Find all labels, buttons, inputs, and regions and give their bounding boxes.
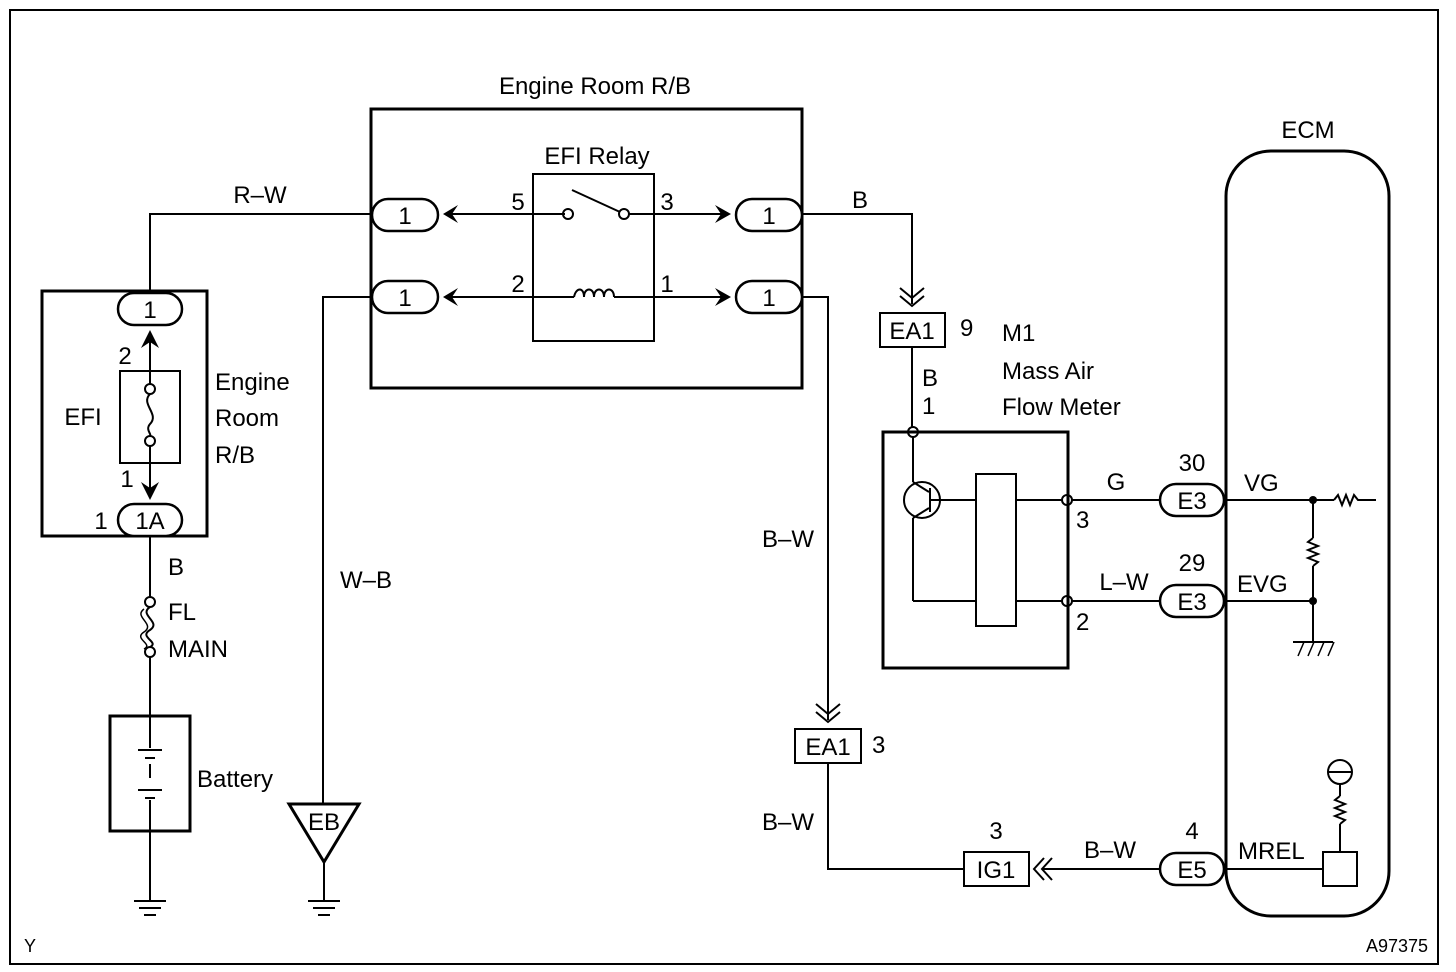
mafm-pin-1: 1 [922, 393, 935, 420]
svg-text:1: 1 [398, 203, 411, 230]
relay-switch-contact-left [562, 208, 574, 220]
fuse-1a-pin: 1 [94, 508, 107, 535]
fuse-pin-2: 2 [118, 343, 131, 370]
relay-coil [573, 288, 615, 298]
engine-room-rb: Engine Room R/B [369, 73, 804, 390]
svg-text:E3: E3 [1177, 589, 1206, 616]
fuse-box-label-engine: Engine [215, 369, 290, 396]
mass-air-flow-meter [881, 426, 1073, 670]
fusible-link-label-main: MAIN [168, 636, 228, 663]
svg-text:1: 1 [762, 203, 775, 230]
svg-text:EB: EB [308, 809, 340, 836]
e5-connector: E5 [1158, 851, 1226, 887]
e3-pin-29: 29 [1179, 550, 1206, 577]
wire-label-b-w-lower: B–W [762, 809, 814, 836]
e5-pin-4: 4 [1185, 818, 1198, 845]
e3-top-connector: E3 [1158, 482, 1226, 518]
ecm-title: ECM [1281, 117, 1334, 144]
fusible-link [145, 606, 155, 648]
mafm-label-m1: M1 [1002, 320, 1035, 347]
efi-relay-box [532, 173, 655, 342]
svg-text:E5: E5 [1177, 857, 1206, 884]
relay-pin-3: 3 [660, 189, 673, 216]
svg-text:IG1: IG1 [977, 857, 1016, 884]
ea1-top-pin: 9 [960, 315, 973, 342]
wire-w-b [322, 296, 372, 804]
ig1-connector: IG1 [963, 851, 1030, 887]
wire-label-b-w-upper: B–W [762, 526, 814, 553]
mafm-pin-2: 2 [1076, 609, 1089, 636]
wire-label-l-w: L–W [1099, 569, 1149, 596]
relay-switch-contact-right [618, 208, 630, 220]
diagram-frame [9, 9, 1439, 965]
rb-left-top-connector: 1 [370, 197, 458, 233]
mafm-label-mass-air: Mass Air [1002, 358, 1094, 385]
rb-right-top-connector: 1 [715, 197, 804, 233]
ecm-box [1224, 149, 1391, 918]
wire-label-b-w-ig1: B–W [1084, 837, 1136, 864]
svg-text:1: 1 [762, 285, 775, 312]
efi-relay-title: EFI Relay [544, 143, 649, 170]
wire-label-b-mafm: B [922, 365, 938, 392]
ig1-pin-3: 3 [989, 818, 1002, 845]
relay-pin-1: 1 [660, 271, 673, 298]
svg-text:E3: E3 [1177, 488, 1206, 515]
svg-text:EA1: EA1 [889, 318, 934, 345]
ecm-terminal-mrel: MREL [1238, 838, 1305, 865]
fuse-bottom-connector: 1A [135, 508, 164, 535]
wire-b-to-ea1 [802, 213, 913, 304]
ecm-terminal-vg: VG [1244, 470, 1279, 497]
fuse-box-label-room: Room [215, 405, 279, 432]
engine-room-rb-box [369, 107, 804, 390]
battery: Battery [108, 714, 273, 833]
ground-eb: EB [286, 802, 362, 916]
fuse-top-connector: 1 [143, 297, 156, 324]
fuse-pin-1: 1 [120, 466, 133, 493]
wire-label-b-fuse: B [168, 554, 184, 581]
ground-battery [134, 900, 166, 916]
rb-left-bottom-connector: 1 [370, 279, 458, 315]
engine-room-rb-title: Engine Room R/B [499, 73, 691, 100]
wire-r-w [149, 213, 372, 293]
svg-text:1: 1 [398, 285, 411, 312]
fusible-link-label-fl: FL [168, 599, 196, 626]
efi-fuse-label: EFI [64, 404, 101, 431]
ea1-bottom-connector: EA1 [794, 728, 862, 764]
e3-bottom-connector: E3 [1158, 583, 1226, 619]
mrel-driver [1322, 851, 1358, 887]
corner-label-left: Y [24, 936, 36, 956]
ea1-bottom-pin: 3 [872, 732, 885, 759]
wire-label-g: G [1107, 469, 1126, 496]
wire-label-b-relay: B [852, 187, 868, 214]
fuse-box-label-rb: R/B [215, 442, 255, 469]
efi-fuse-block: 1 2 EFI 1 1A 1 [40, 289, 209, 538]
wire-label-w-b: W–B [340, 567, 392, 594]
ecm: ECM [1224, 117, 1391, 918]
relay-pin-2: 2 [511, 271, 524, 298]
svg-text:EA1: EA1 [805, 734, 850, 761]
e3-pin-30: 30 [1179, 450, 1206, 477]
rb-right-bottom-connector: 1 [715, 279, 804, 315]
mafm-label-flow-meter: Flow Meter [1002, 394, 1121, 421]
corner-label-right: A97375 [1366, 936, 1428, 956]
efi-fuse-box [40, 289, 209, 538]
mafm-pin-3: 3 [1076, 507, 1089, 534]
relay-pin-5: 5 [511, 189, 524, 216]
ecm-terminal-evg: EVG [1237, 571, 1288, 598]
wire-b-w-coil [802, 296, 829, 720]
ea1-top-connector: EA1 [879, 312, 946, 348]
wire-label-r-w: R–W [233, 182, 287, 209]
efi-relay: EFI Relay 5 3 2 1 [448, 143, 724, 342]
battery-label: Battery [197, 766, 273, 793]
